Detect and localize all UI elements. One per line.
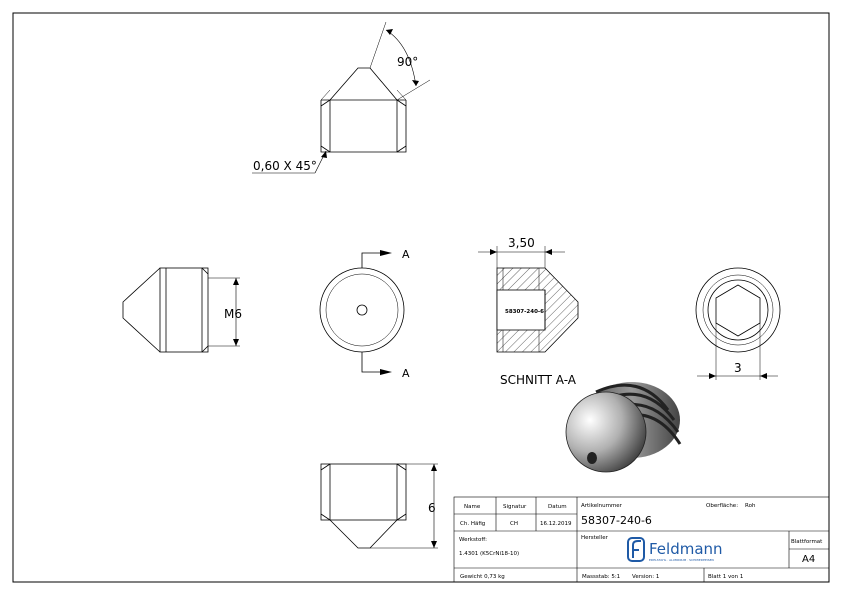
dim-width-label: 3,50: [508, 236, 535, 250]
top-view: [320, 21, 431, 153]
tb-company-tagline: EDELSTAHL · ALUMINIUM · SCHMIEDEEISEN: [649, 558, 714, 562]
front-view: [319, 250, 405, 375]
tb-version: Version: 1: [632, 574, 659, 580]
tb-article-label: Artikelnummer: [581, 503, 623, 509]
hex-view: [695, 267, 781, 380]
tb-surface-value: Roh: [745, 503, 756, 509]
feldmann-logo-icon: [627, 537, 645, 562]
section-title: SCHNITT A-A: [500, 373, 577, 387]
dim-thread-label: M6: [224, 307, 242, 321]
dim-length-label: 6: [428, 501, 436, 515]
dim-hex-label: 3: [734, 361, 742, 375]
tb-name-value: Ch. Häfig: [460, 521, 485, 527]
title-block: [453, 496, 830, 583]
tb-date-label: Datum: [548, 504, 567, 510]
tb-name-label: Name: [464, 504, 481, 510]
dim-angle-label: 90°: [397, 55, 418, 69]
tb-signature-label: Signatur: [503, 504, 527, 510]
tb-scale: Massstab: 5:1: [582, 574, 620, 580]
tb-sheet: Blatt 1 von 1: [708, 574, 743, 580]
tb-article-value: 58307-240-6: [581, 514, 652, 527]
section-view: [478, 246, 579, 353]
tb-weight: Gewicht 0,73 kg: [460, 574, 505, 580]
tb-date-value: 16.12.2019: [540, 521, 572, 527]
tb-material-value: 1.4301 (K5CrNi18-10): [459, 551, 519, 557]
bottom-view: [320, 463, 438, 549]
sheet-border: [12, 12, 830, 583]
part-3d-render: [565, 382, 682, 473]
tb-format-value: A4: [802, 554, 815, 565]
tb-surface-label: Oberfläche:: [706, 503, 738, 509]
chamfer-leader: [252, 150, 327, 174]
tb-material-label: Werkstoff:: [459, 537, 487, 543]
tb-manufacturer-label: Hersteller: [581, 535, 609, 541]
tb-format-label: Blattformat: [791, 539, 823, 545]
dim-chamfer-label: 0,60 X 45°: [253, 159, 317, 173]
section-marker-top: A: [402, 248, 410, 261]
section-marker-bottom: A: [402, 367, 410, 380]
tb-company-name: Feldmann: [649, 540, 723, 558]
side-view-left: [122, 267, 240, 353]
section-part-label: 58307-240-6: [505, 309, 544, 315]
tb-signature-value: CH: [510, 521, 518, 527]
